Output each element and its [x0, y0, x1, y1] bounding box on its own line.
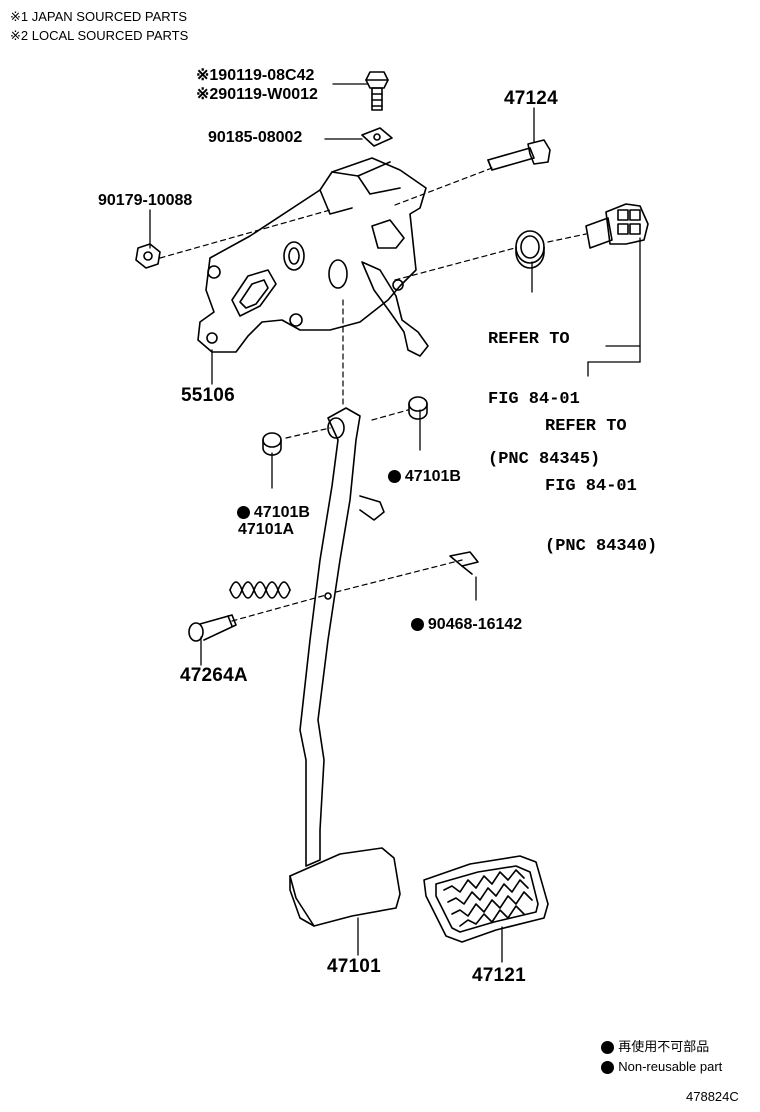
legend-jp-row: 再使用不可部品 — [594, 1027, 710, 1055]
bushing-47101b-left — [262, 432, 282, 456]
part-bushing-right: 47101B — [404, 468, 461, 485]
bushing-47101b-right — [408, 396, 428, 420]
spring-47101a — [229, 581, 291, 599]
bushing-84345 — [515, 230, 545, 269]
part-clip-nut: 90185-08002 — [208, 129, 303, 146]
legend-en: Non-reusable part — [618, 1059, 723, 1074]
part-bolt-local: ※290119-W0012 — [196, 86, 318, 103]
non-reusable-icon — [410, 618, 424, 632]
reference-84345: REFER TO FIG 84-01 (PNC 84345) — [488, 290, 600, 490]
part-spring: 47101A — [238, 521, 295, 538]
reference-84340-line2: FIG 84-01 — [545, 477, 637, 496]
diagram-id: 478824C — [686, 1089, 739, 1104]
part-clip-row: 90468-16142 — [402, 601, 522, 633]
legend-jp: 再使用不可部品 — [618, 1039, 710, 1054]
part-nut: 90179-10088 — [98, 192, 193, 209]
reference-84340: REFER TO FIG 84-01 (PNC 84340) — [545, 377, 657, 577]
legend-en-row: Non-reusable part — [594, 1047, 723, 1075]
part-bushing-right-row: 47101B — [379, 453, 461, 485]
assembly-lines — [159, 167, 587, 622]
bolt-90119 — [365, 71, 389, 111]
note-local-sourced: ※2 LOCAL SOURCED PARTS — [10, 28, 189, 43]
non-reusable-icon — [601, 1061, 615, 1075]
reference-84345-line2: FIG 84-01 — [488, 390, 580, 409]
part-pedal-pad: 47121 — [472, 965, 526, 986]
clip-90468 — [449, 551, 479, 575]
pedal-pad-cover-47121 — [423, 855, 549, 943]
pin-47264a — [188, 614, 237, 642]
switch-84340 — [585, 203, 649, 249]
leader-lines — [149, 83, 641, 963]
part-bracket: 55106 — [181, 385, 235, 406]
bracket-55106 — [197, 157, 429, 357]
reference-84345-line1: REFER TO — [488, 330, 570, 349]
clip-nut-90185 — [361, 127, 393, 147]
part-pin: 47264A — [180, 665, 248, 686]
reference-84340-line3: (PNC 84340) — [545, 537, 658, 556]
part-pedal: 47101 — [327, 956, 381, 977]
part-bushing-left: 47101B — [253, 504, 310, 521]
pedal-pad — [289, 847, 401, 927]
reference-84340-line1: REFER TO — [545, 417, 627, 436]
part-pin-bolt: 47124 — [504, 88, 558, 109]
part-bolt-japan: ※190119-08C42 — [196, 67, 315, 84]
non-reusable-icon — [236, 506, 250, 520]
non-reusable-icon — [601, 1041, 615, 1055]
pedal-arm-47101 — [299, 407, 385, 867]
pin-bolt-47124 — [487, 139, 551, 171]
part-clip: 90468-16142 — [427, 616, 523, 633]
nut-90179 — [135, 243, 161, 269]
note-japan-sourced: ※1 JAPAN SOURCED PARTS — [10, 9, 188, 24]
non-reusable-icon — [387, 470, 401, 484]
reference-84345-line3: (PNC 84345) — [488, 450, 601, 469]
part-bushing-left-row: 47101B — [228, 489, 310, 521]
